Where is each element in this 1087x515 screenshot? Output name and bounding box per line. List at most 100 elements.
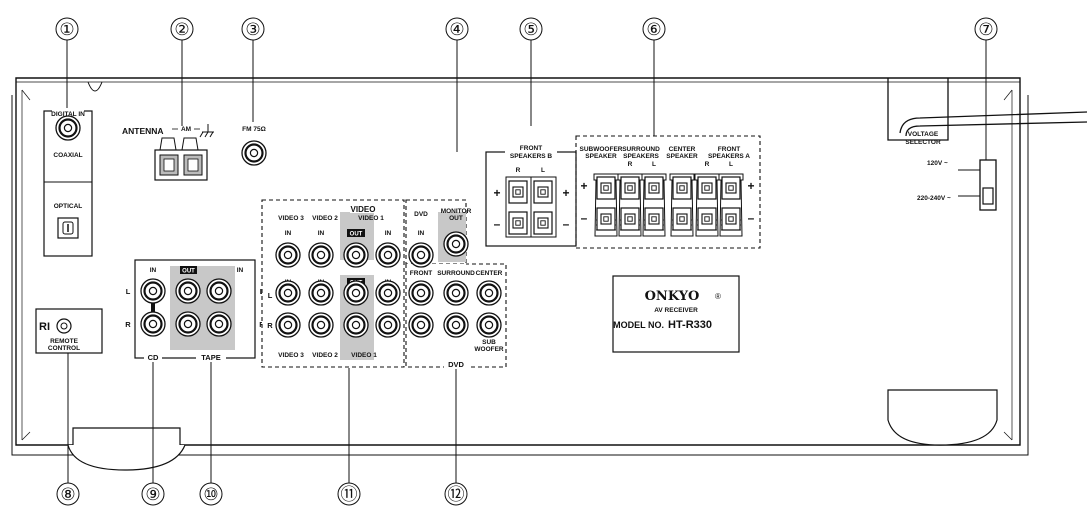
cd-r-label: R (125, 320, 131, 329)
voltage-line1: VOLTAGE (908, 131, 939, 138)
dvd-subwoofer-jack[interactable] (475, 311, 503, 339)
digital-in-title: DIGITAL IN (51, 111, 85, 118)
monitor-out-jack[interactable] (442, 230, 470, 258)
video2-video-in-jack[interactable] (307, 241, 335, 269)
remote-control-section: RI REMOTE CONTROL (35, 308, 103, 354)
video3-top-label: VIDEO 3 (278, 215, 304, 222)
callout-12: ⑫ (448, 485, 465, 505)
tape-label: TAPE (201, 353, 220, 362)
video3-bottom-label: VIDEO 3 (278, 352, 304, 359)
cd-label: CD (148, 353, 159, 362)
cd-in-l-jack[interactable] (139, 277, 167, 305)
surround-label-line2: SPEAKERS (623, 153, 659, 160)
cd-tape-section: IN OUT IN L R L R CD TAPE (125, 259, 265, 362)
front-a-l-minus-terminal[interactable] (721, 207, 741, 231)
dvd-woofer-label: WOOFER (474, 346, 504, 353)
antenna-label: ANTENNA (122, 126, 164, 136)
dvd-top-label: DVD (414, 211, 428, 218)
cd-in-r-jack[interactable] (139, 310, 167, 338)
dvd-front-l-jack[interactable] (407, 279, 435, 307)
subwoofer-label-line2: SPEAKER (585, 153, 617, 160)
digital-in-section: DIGITAL IN COAXIAL OPTICAL (43, 108, 93, 257)
voltage-selector-switch[interactable] (979, 159, 997, 211)
callout-3: ③ (245, 20, 260, 40)
callouts (55, 17, 998, 506)
surround-label-line1: SURROUND (622, 146, 660, 153)
video1-audio-in-l-jack[interactable] (374, 279, 402, 307)
video3-video-in-jack[interactable] (274, 241, 302, 269)
speakers-b-r-plus-terminal[interactable] (508, 180, 528, 204)
callout-8: ⑧ (60, 485, 75, 505)
speakers-b-r-minus-terminal[interactable] (508, 211, 528, 235)
video1-top-label: VIDEO 1 (358, 215, 384, 222)
voltage-120-label: 120V ~ (927, 160, 948, 167)
tape-in-l-jack[interactable] (205, 277, 233, 305)
video-l-label: L (268, 291, 273, 300)
dvd-surround-l-jack[interactable] (442, 279, 470, 307)
video1-audio-in-r-jack[interactable] (374, 311, 402, 339)
ri-logo: RI (39, 321, 50, 333)
surround-l-plus-terminal[interactable] (644, 176, 664, 200)
front-a-r-plus-terminal[interactable] (697, 176, 717, 200)
speakers-b-l-label: L (541, 167, 545, 174)
dvd-section: DVD MONITOR OUT IN FRONT SURROUND CENTER… (405, 199, 507, 369)
optical-jack[interactable] (57, 217, 79, 239)
am-label: AM (181, 126, 191, 133)
power-cord (887, 78, 1087, 141)
dvd-video-in-jack[interactable] (407, 241, 435, 269)
remote-control-jack[interactable] (56, 318, 72, 334)
speakers-b-line2: SPEAKERS B (510, 153, 553, 160)
antenna-section: ANTENNA AM (122, 124, 214, 181)
dvd-surround-label: SURROUND (437, 270, 475, 277)
callout-7: ⑦ (978, 20, 993, 40)
dvd-front-r-jack[interactable] (407, 311, 435, 339)
tape-out-l-jack[interactable] (174, 277, 202, 305)
video-r-label: R (267, 321, 273, 330)
callout-9: ⑨ (145, 485, 160, 505)
front-speakers-b-section: FRONT SPEAKERS B R L + + – – (485, 145, 577, 247)
subwoofer-plus-terminal[interactable] (596, 176, 616, 200)
video1-in-label: IN (385, 230, 392, 237)
speakers-b-plus-right: + (562, 186, 569, 200)
video1-video-out-jack[interactable] (342, 241, 370, 269)
callout-11: ⑪ (341, 485, 358, 505)
front-a-r-minus-terminal[interactable] (697, 207, 717, 231)
surround-r-plus-terminal[interactable] (620, 176, 640, 200)
fm-antenna-jack[interactable] (240, 139, 268, 167)
surround-l-minus-terminal[interactable] (644, 207, 664, 231)
video2-in-label: IN (318, 230, 325, 237)
coaxial-jack[interactable] (54, 114, 82, 142)
remote-label-line2: CONTROL (48, 345, 80, 352)
speakers-b-l-minus-terminal[interactable] (533, 211, 553, 235)
video2-audio-l-jack[interactable] (307, 279, 335, 307)
video1-video-in-jack[interactable] (374, 241, 402, 269)
ground-icon (199, 124, 214, 138)
video2-audio-r-jack[interactable] (307, 311, 335, 339)
tape-out-label: OUT (182, 269, 195, 275)
video3-audio-r-jack[interactable] (274, 311, 302, 339)
av-receiver-label: AV RECEIVER (654, 307, 698, 314)
dvd-center-jack[interactable] (475, 279, 503, 307)
dvd-surround-r-jack[interactable] (442, 311, 470, 339)
center-plus-terminal[interactable] (672, 176, 692, 200)
speakers-b-l-plus-terminal[interactable] (533, 180, 553, 204)
monitor-label: MONITOR (441, 208, 472, 215)
center-label-line2: SPEAKER (666, 153, 698, 160)
surround-l-label: L (652, 161, 656, 168)
video1-audio-out-l-jack[interactable] (342, 279, 370, 307)
video-section: VIDEO VIDEO 3 VIDEO 2 VIDEO 1 IN IN OUT … (261, 199, 405, 368)
onkyo-logo: ONKYO (645, 289, 700, 304)
front-a-l-plus-terminal[interactable] (721, 176, 741, 200)
tape-out-r-jack[interactable] (174, 310, 202, 338)
center-minus-terminal[interactable] (672, 207, 692, 231)
speakers-b-minus-left: – (494, 217, 501, 231)
video3-audio-l-jack[interactable] (274, 279, 302, 307)
subwoofer-minus-terminal[interactable] (596, 207, 616, 231)
tape-in-r-jack[interactable] (205, 310, 233, 338)
cd-l-label: L (126, 287, 131, 296)
callout-10: ⑩ (203, 485, 218, 505)
am-antenna-terminal[interactable] (154, 137, 208, 181)
surround-r-minus-terminal[interactable] (620, 207, 640, 231)
video1-audio-out-r-jack[interactable] (342, 311, 370, 339)
video1-bottom-label: VIDEO 1 (351, 352, 377, 359)
